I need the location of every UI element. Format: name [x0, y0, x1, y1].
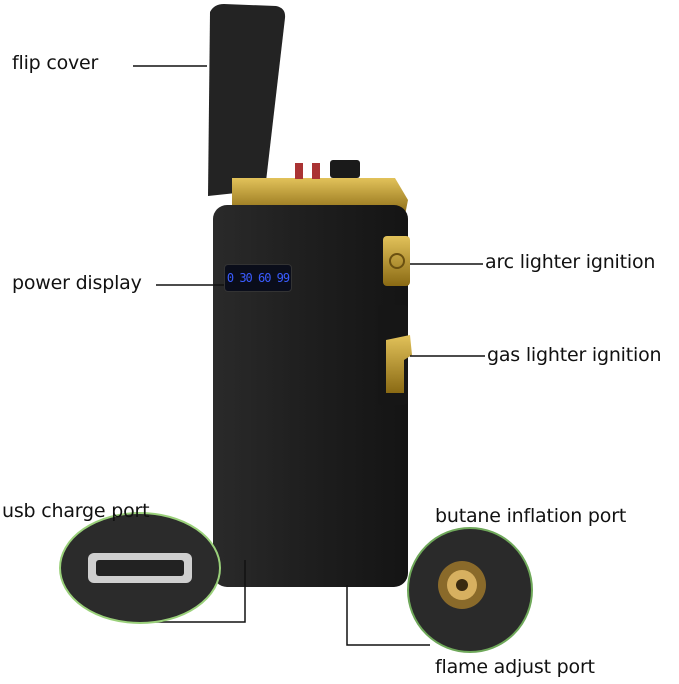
label-flame-adjust: flame adjust port: [435, 656, 595, 678]
power-display: 0 30 60 99: [224, 264, 292, 292]
label-arc-ignition: arc lighter ignition: [485, 251, 656, 273]
label-butane-port: butane inflation port: [435, 505, 627, 527]
usb-port-closeup: [59, 512, 221, 624]
label-power-display: power display: [12, 272, 142, 294]
flip-cover: [208, 4, 286, 196]
arc-ignition-button: [383, 236, 410, 286]
label-gas-ignition: gas lighter ignition: [487, 344, 662, 366]
lighter-body: [213, 205, 408, 587]
butane-port-closeup: [407, 527, 533, 653]
label-usb-port: usb charge port: [2, 500, 150, 522]
gas-ignition-button: [386, 335, 412, 393]
label-flip-cover: flip cover: [12, 52, 99, 74]
